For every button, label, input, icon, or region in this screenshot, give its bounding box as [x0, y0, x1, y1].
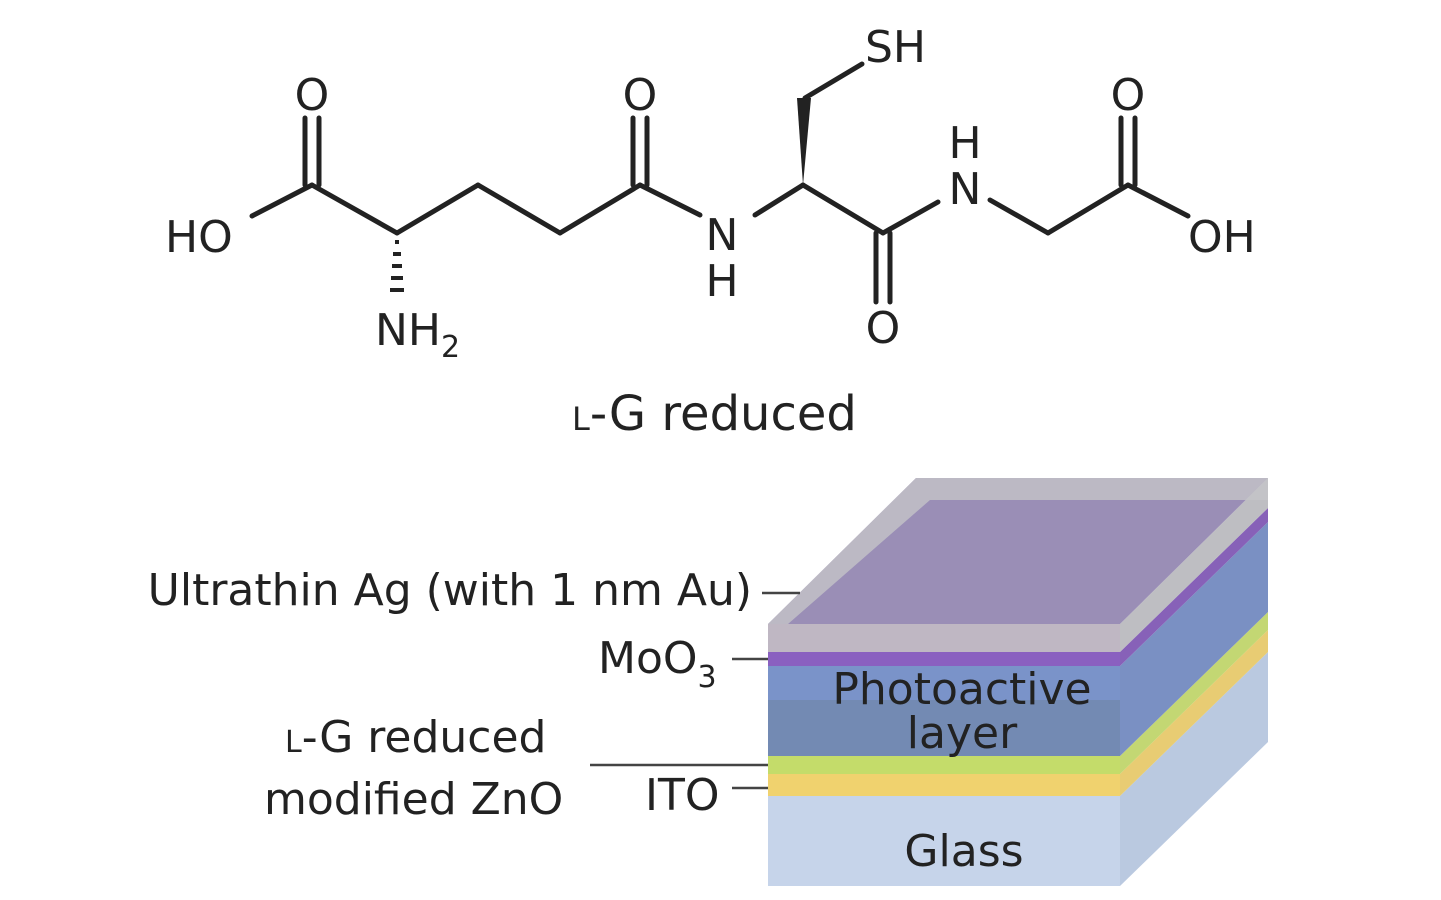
moo3-label: MoO3	[598, 633, 717, 695]
bond	[557, 182, 643, 236]
photoactive-layer-label-line2: layer	[907, 708, 1018, 759]
bond	[394, 182, 481, 236]
atom-amide-n-2: N	[949, 164, 982, 215]
bond	[249, 182, 315, 219]
atom-o-top-3: O	[1111, 70, 1146, 121]
bond	[637, 182, 703, 218]
atom-nh2: NH2	[375, 305, 460, 365]
moo3-layer-side	[1120, 508, 1268, 666]
bond	[1125, 182, 1191, 219]
ag-layer-side	[1120, 478, 1268, 652]
atom-amide-h-1: H	[705, 256, 738, 307]
ito-layer-front	[768, 774, 1120, 796]
photoactive-layer-front	[768, 666, 1120, 756]
glass-layer-front	[768, 796, 1120, 886]
bond	[752, 182, 806, 218]
atom-o-top-2: O	[623, 70, 658, 121]
photoactive-inner-band	[768, 700, 1120, 756]
top-surface-ag-rim	[768, 478, 1268, 624]
moo3-layer-front	[768, 652, 1120, 666]
ito-layer-side	[1120, 630, 1268, 796]
bond	[880, 199, 941, 236]
atom-amide-h-2: H	[948, 118, 981, 169]
bond	[309, 182, 400, 236]
bond	[475, 182, 563, 236]
glass-layer-side	[1120, 652, 1268, 886]
bond	[987, 197, 1051, 236]
ultrathin-ag-label: Ultrathin Ag (with 1 nm Au)	[148, 565, 752, 616]
hashed-bond	[390, 240, 404, 292]
atom-o-bottom: O	[866, 303, 901, 354]
zno-label-line1: L-G reduced	[285, 712, 547, 763]
ito-label: ITO	[645, 770, 720, 821]
bond	[1045, 182, 1131, 236]
wedge-bond	[797, 98, 811, 185]
ag-layer-front	[768, 624, 1120, 652]
device-stack: Photoactive layer Glass Ultrathin Ag (wi…	[148, 478, 1268, 886]
atom-sh: SH	[865, 22, 926, 73]
bond	[800, 182, 886, 236]
zno-label-line2: modified ZnO	[264, 774, 563, 825]
photoactive-layer-label-line1: Photoactive	[832, 664, 1091, 715]
glutathione-structure: O O O O SH HO OH N H H N NH2 L-G reduced	[165, 22, 1256, 442]
atom-ho: HO	[165, 212, 233, 263]
atom-oh: OH	[1188, 212, 1256, 263]
atom-o-top-1: O	[295, 70, 330, 121]
glass-layer-label: Glass	[904, 826, 1023, 877]
zno-layer-front	[768, 756, 1120, 774]
molecule-caption: L-G reduced	[572, 386, 857, 442]
photoactive-layer-side	[1120, 522, 1268, 756]
atom-amide-n-1: N	[706, 210, 739, 261]
zno-layer-side	[1120, 612, 1268, 774]
bond	[802, 61, 865, 101]
